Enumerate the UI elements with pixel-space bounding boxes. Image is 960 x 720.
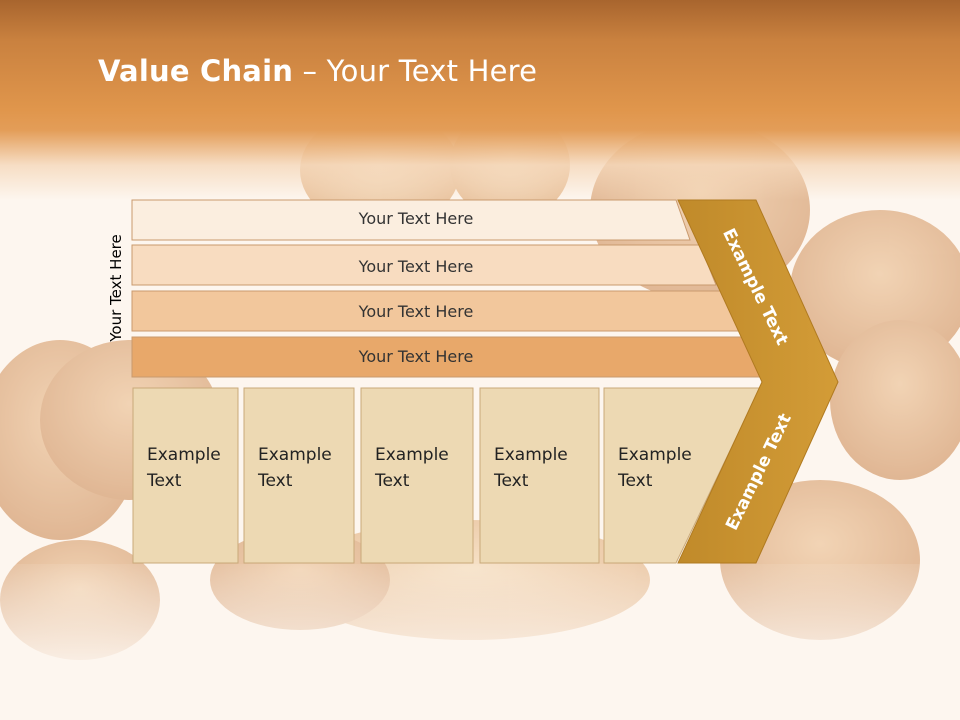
bar-1-label: Your Text Here	[358, 209, 474, 228]
cell-2-line1: Example	[258, 445, 332, 465]
cell-4-line1: Example	[494, 445, 568, 465]
cell-3-line2: Text	[375, 471, 410, 491]
cell-1-line1: Example	[147, 445, 221, 465]
cell-2-line2: Text	[258, 471, 293, 491]
reflection-fade	[0, 564, 960, 720]
cell-1-line2: Text	[147, 471, 182, 491]
cell-5-line2: Text	[618, 471, 653, 491]
cell-3	[360, 387, 474, 564]
title-rest: – Your Text Here	[293, 54, 538, 88]
cell-4	[479, 387, 600, 564]
bar-4-label: Your Text Here	[358, 347, 474, 366]
title-bold: Value Chain	[98, 54, 294, 88]
cell-5-line1: Example	[618, 445, 692, 465]
page-title: Value Chain – Your Text Here	[98, 54, 537, 88]
cell-2	[243, 387, 355, 564]
cell-5	[603, 387, 761, 564]
bar-3-label: Your Text Here	[358, 302, 474, 321]
chevron-arrow	[677, 199, 839, 564]
cell-3-line1: Example	[375, 445, 449, 465]
bar-2	[131, 244, 717, 286]
bar-2-label: Your Text Here	[358, 257, 474, 276]
cell-1	[132, 387, 239, 564]
cell-4-line2: Text	[494, 471, 529, 491]
header-band	[0, 0, 960, 200]
bar-1	[131, 199, 691, 241]
